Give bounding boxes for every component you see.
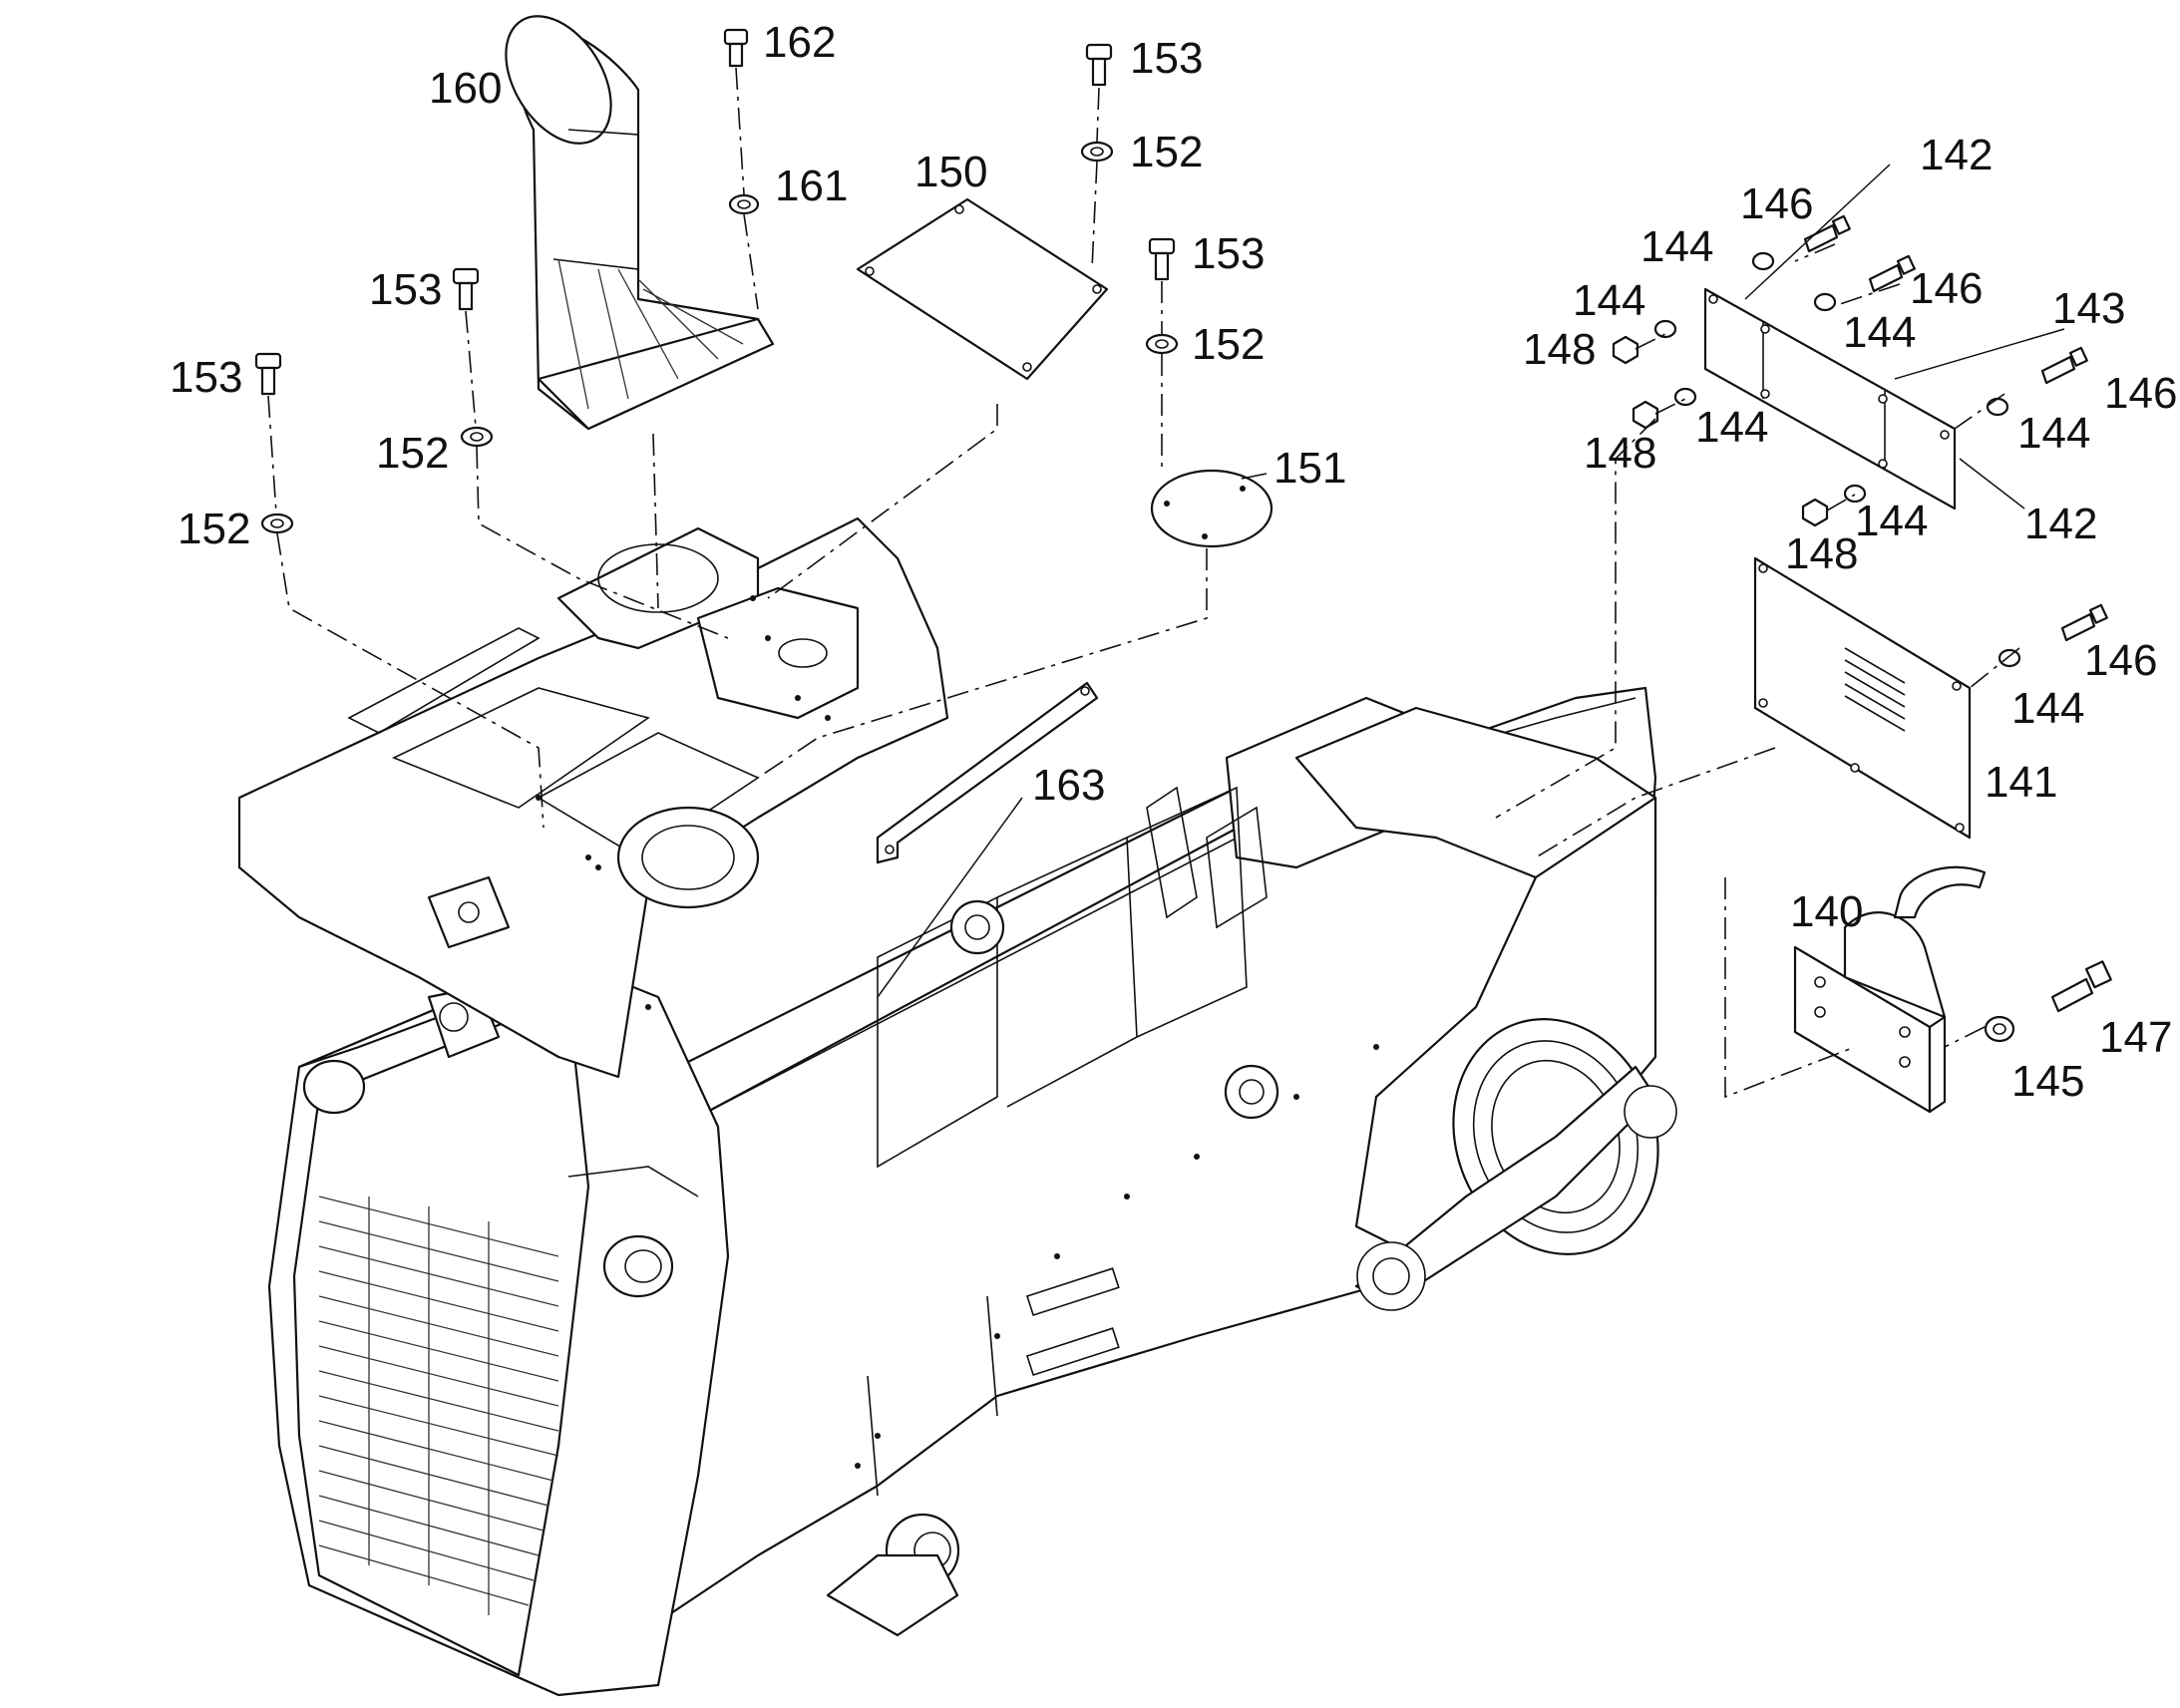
callout-152: 152	[376, 429, 449, 478]
callout-161: 161	[775, 162, 848, 210]
callout-146: 146	[1740, 179, 1813, 228]
exhaust-stack	[505, 15, 775, 431]
callout-146: 146	[2084, 636, 2157, 685]
main-chassis-frame	[556, 686, 1677, 1637]
cover-plate-150	[856, 197, 1109, 381]
callout-144: 144	[2011, 684, 2084, 733]
callout-152: 152	[178, 505, 250, 553]
callout-153: 153	[1130, 34, 1203, 83]
grille-louvers	[318, 1196, 559, 1615]
callout-146: 146	[2104, 369, 2177, 418]
round-gasket-151	[1150, 469, 1273, 548]
callout-148: 148	[1785, 529, 1858, 578]
radiator-module	[267, 955, 730, 1697]
callout-144: 144	[1695, 403, 1768, 452]
callout-144: 144	[1855, 497, 1928, 545]
callout-152: 152	[1130, 128, 1203, 176]
callout-163: 163	[1032, 761, 1105, 810]
callout-140: 140	[1790, 887, 1863, 936]
side-panel-142-143	[1703, 287, 1957, 511]
callout-153: 153	[369, 265, 442, 314]
callout-lines	[877, 164, 2065, 998]
callout-144: 144	[1640, 222, 1713, 271]
fasteners-top	[254, 28, 1179, 534]
callout-labels: 160 162 161 153 152 150 153 152 151 153 …	[170, 18, 2177, 1106]
callout-142: 142	[2024, 500, 2097, 548]
callout-150: 150	[914, 148, 987, 196]
callout-151: 151	[1273, 444, 1346, 493]
callout-144: 144	[1573, 276, 1645, 325]
callout-144: 144	[2017, 409, 2090, 458]
callout-143: 143	[2052, 284, 2125, 333]
callout-147: 147	[2099, 1013, 2172, 1062]
mount-bracket-140	[1793, 865, 1987, 1114]
callout-144: 144	[1843, 308, 1916, 357]
callout-145: 145	[2011, 1057, 2084, 1106]
callout-153: 153	[170, 353, 242, 402]
assembly-leaders	[267, 67, 2020, 1099]
callout-141: 141	[1985, 758, 2057, 807]
callout-148: 148	[1584, 429, 1656, 478]
engine-hood	[237, 516, 949, 1079]
callout-148: 148	[1523, 325, 1596, 374]
callout-142: 142	[1920, 131, 1993, 179]
callout-146: 146	[1910, 264, 1983, 313]
fasteners-side	[1612, 214, 2112, 1043]
strap-163	[876, 681, 1099, 864]
callout-162: 162	[763, 18, 836, 67]
callout-152: 152	[1192, 320, 1265, 369]
callout-160: 160	[429, 64, 502, 113]
louvered-panel-141	[1753, 556, 1972, 840]
callout-153: 153	[1192, 229, 1265, 278]
